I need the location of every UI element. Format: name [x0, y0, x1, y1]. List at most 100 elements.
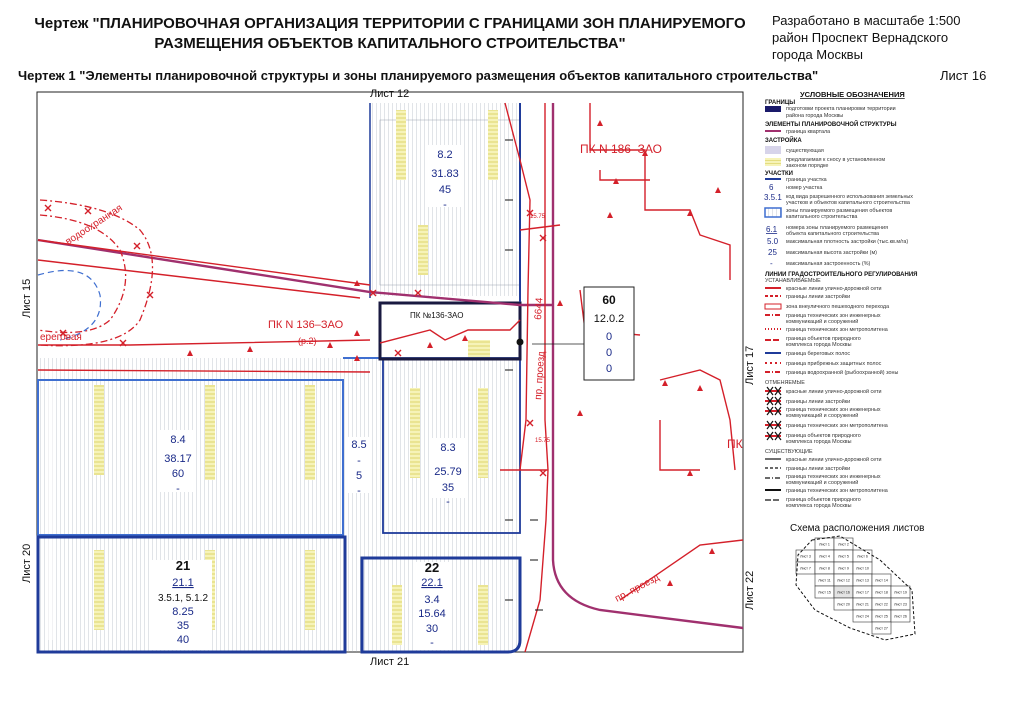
zone-8-5: 8.5 - 5 - [348, 437, 370, 497]
dimension-2: 15.75 [535, 438, 551, 444]
legend-item-existing: существующая [786, 148, 824, 154]
sheet-scheme: Схема расположения листов Лист 1 Лист 2 Ли… [790, 523, 924, 641]
legend-l12: граница технических зон инженерных [786, 407, 881, 413]
scheme-cell-label: Лист 15 [818, 591, 831, 595]
legend-sec-lines: ЛИНИИ ГРАДОСТРОИТЕЛЬНОГО РЕГУЛИРОВАНИЯ [765, 272, 917, 278]
cross-markers [44, 204, 547, 477]
zone-60-v1: 0 [606, 331, 612, 343]
zone-22-id: 22 [425, 560, 439, 575]
road1-label: пр. проезд [533, 351, 547, 400]
scheme-cell-label: Лист 23 [894, 603, 907, 607]
scheme-cell-label: Лист 20 [837, 603, 850, 607]
legend-item-height: максимальная высота застройки (м) [786, 249, 877, 256]
legend-existing-swatches [765, 458, 781, 501]
legend-item-plot-num: номер участка [786, 185, 822, 191]
drawing-title-line1: Чертеж "ПЛАНИРОВОЧНАЯ ОРГАНИЗАЦИЯ ТЕРРИТ… [34, 15, 746, 32]
legend-l18: граница технических зон метрополитена [786, 488, 888, 494]
scheme-title: Схема расположения листов [790, 523, 924, 534]
zone-21-height: 35 [177, 620, 189, 632]
scheme-cell-label: Лист 1 [819, 543, 830, 547]
legend: УСЛОВНЫЕ ОБОЗНАЧЕНИЯ ГРАНИЦЫ подготовки … [764, 90, 917, 509]
legend-item-zone-num2: объекта капитального строительства [786, 231, 879, 237]
scheme-district-outline [795, 535, 916, 641]
legend-swatch-demolish [765, 158, 781, 166]
zone-8-2: 8.2 31.83 45 - [428, 145, 462, 211]
legend-swatch-zone [764, 207, 782, 218]
scheme-cell-label: Лист 5 [838, 555, 849, 559]
scheme-cell-label: Лист 21 [856, 603, 869, 607]
pk136-sub-label: (р.2) [298, 336, 317, 346]
pk136-label: ПК N 136–ЗАО [268, 319, 344, 331]
legend-l19b: комплекса города Москвы [786, 503, 852, 509]
legend-l17: граница технических зон инженерных [786, 474, 881, 480]
zone-21-density: 40 [177, 634, 189, 646]
legend-num-use: 3.5.1 [764, 193, 782, 202]
zone-60-code: 12.0.2 [594, 313, 625, 325]
legend-l1: красные линии улично-дорожной сети [786, 285, 882, 292]
legend-l9: граница водоохранной (рыбоохранной) зоны [786, 369, 898, 376]
legend-item-zone2: капитального строительства [786, 214, 857, 220]
zone-8-2-height: 45 [439, 184, 451, 196]
drawing-title: Чертеж "ПЛАНИРОВОЧНАЯ ОРГАНИЗАЦИЯ ТЕРРИТ… [10, 14, 770, 54]
legend-l6: граница объектов природного [786, 336, 861, 342]
zone-60-v3: 0 [606, 363, 612, 375]
legend-item-use2: участков и объектов капитального строите… [786, 200, 910, 206]
scheme-cell-label: Лист 11 [818, 579, 831, 583]
zone-8-5-dash1: - [357, 455, 361, 467]
legend-l2: границы линии застройки [786, 293, 850, 300]
legend-item-demolish: предлагаемая к сносу в установленном [786, 157, 885, 163]
zone-8-5-height: 5 [356, 470, 362, 482]
legend-num-pct: - [770, 259, 773, 268]
legend-established-swatches [764, 287, 782, 373]
red-lines [37, 102, 744, 653]
zone-21-area: 8.25 [172, 606, 193, 618]
legend-item-quarter: граница квартала [786, 129, 830, 135]
scheme-cell-label: Лист 19 [894, 591, 907, 595]
scheme-cell-label: Лист 14 [875, 579, 888, 583]
zone-8-2-area: 31.83 [431, 168, 459, 180]
drawing-title-line2: РАЗМЕЩЕНИЯ ОБЪЕКТОВ КАПИТАЛЬНОГО СТРОИТЕ… [154, 35, 626, 52]
zone-8-5-dash2: - [357, 485, 361, 497]
scheme-cell-label: Лист 22 [875, 603, 888, 607]
zone-8-2-dash: - [443, 199, 447, 211]
zone-8-3: 8.3 25.79 35 - [430, 438, 466, 508]
legend-num-zone: 6.1 [766, 225, 778, 234]
scheme-cell [890, 609, 911, 623]
zone-8-4-area: 38.17 [164, 453, 192, 465]
legend-l5: граница технических зон метрополитена [786, 327, 888, 333]
legend-l17b: коммуникаций и сооружений [786, 479, 858, 486]
legend-swatch-project [765, 106, 781, 112]
legend-sec-lines2: УСТАНАВЛИВАЕМЫЕ [765, 278, 821, 284]
legend-sec-structure: ЭЛЕМЕНТЫ ПЛАНИРОВОЧНОЙ СТРУКТУРЫ [765, 120, 897, 128]
legend-l6b: комплекса города Москвы [786, 342, 852, 348]
pk186-label: ПК N 186–ЗАО [580, 142, 662, 156]
legend-item-zone-num: номера зоны планируемого размещения [786, 225, 888, 231]
legend-num-height: 25 [768, 248, 777, 257]
legend-l14: граница объектов природного [786, 433, 861, 439]
scheme-cell-label: Лист 25 [875, 615, 888, 619]
zone-8-3-height: 35 [442, 482, 454, 494]
scale-line2: район Проспект Вернадского [772, 30, 949, 45]
scheme-cell-label: Лист 2 [838, 543, 849, 547]
legend-item-project: подготовки проекта планировки территории [786, 106, 896, 112]
scale-line1: Разработано в масштабе 1:500 [772, 13, 961, 28]
scheme-cell-label: Лист 3 [800, 555, 811, 559]
legend-sec-plots: УЧАСТКИ [765, 171, 793, 177]
blue-dashed-curve [37, 269, 102, 341]
zone-60-v2: 0 [606, 347, 612, 359]
scheme-cell-label: Лист 10 [856, 567, 869, 571]
zone-22-code: 3.4 [424, 594, 439, 606]
scheme-cell-label: Лист 8 [819, 567, 830, 571]
plot-borders [36, 103, 522, 654]
legend-l16: границы линии застройки [786, 465, 850, 472]
legend-item-plot-border: граница участка [786, 177, 827, 183]
legend-l14b: комплекса города Москвы [786, 439, 852, 445]
zone-8-4-id: 8.4 [170, 434, 185, 446]
water-zone-left-label: ереговая [40, 332, 82, 343]
sheet-right-top-label: Лист 17 [744, 346, 756, 385]
legend-item-demolish2: законом порядке [786, 163, 828, 169]
zone-22-sub: 22.1 [421, 577, 442, 589]
legend-num-plot: 6 [769, 183, 774, 192]
